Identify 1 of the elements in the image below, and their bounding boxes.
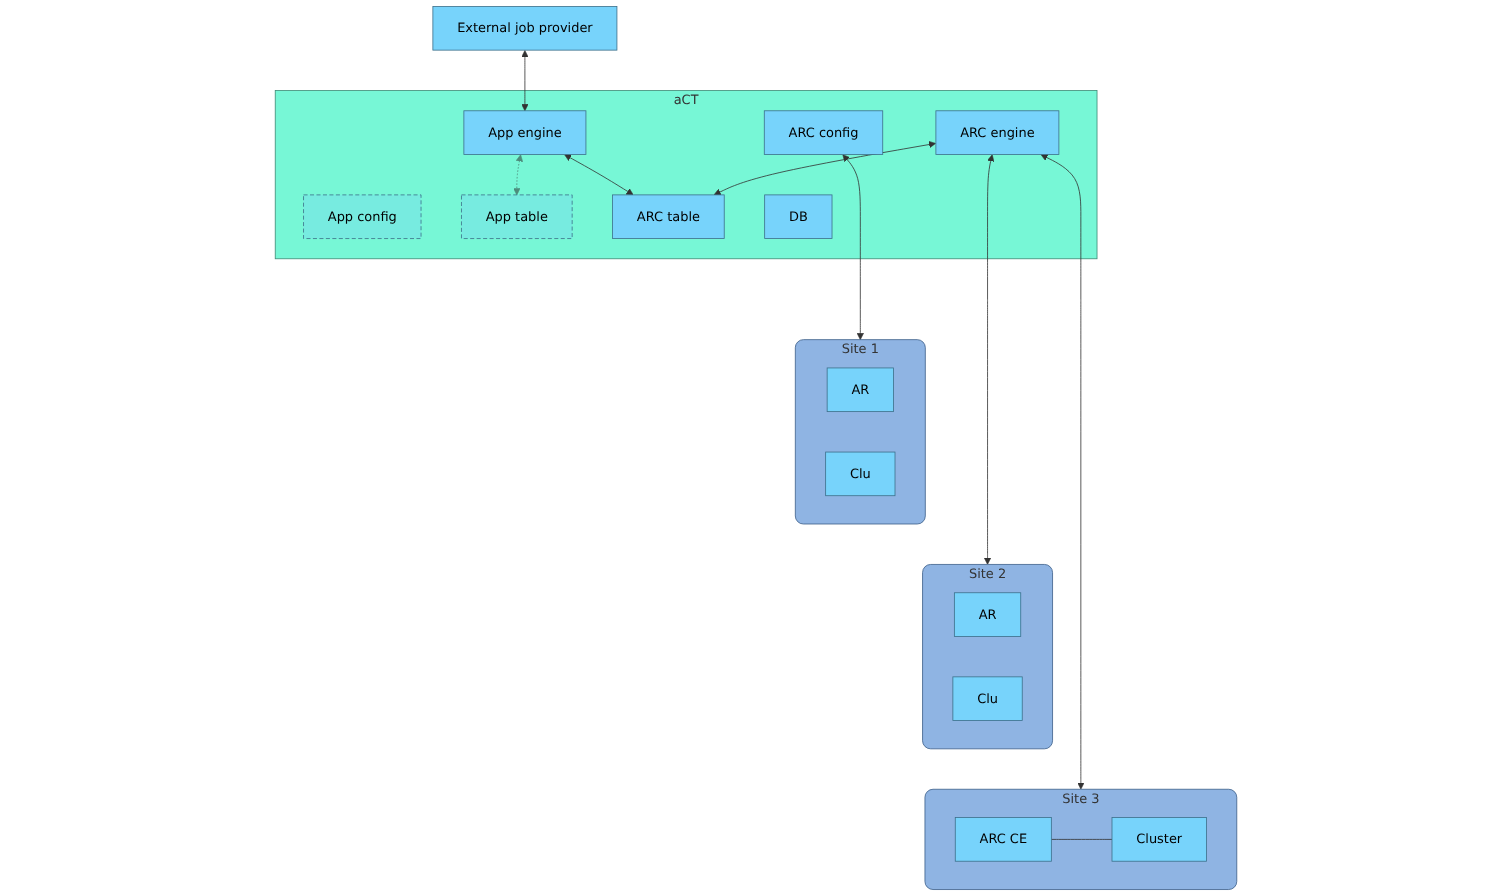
connector [1050,839,1113,840]
